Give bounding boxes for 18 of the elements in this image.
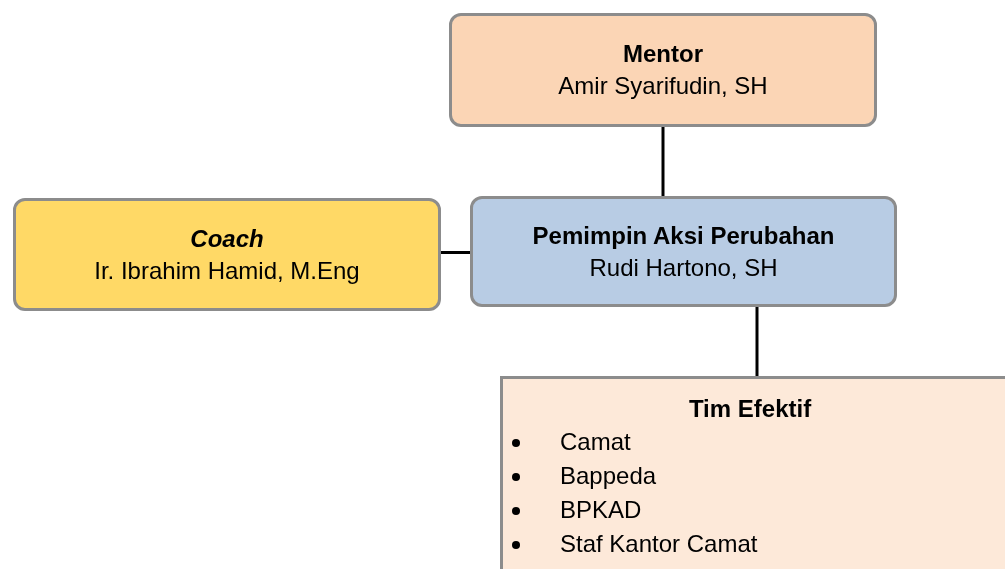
role-title: Pemimpin Aksi Perubahan — [532, 220, 835, 251]
list-item: Staf Kantor Camat — [503, 527, 1005, 561]
list-item: Camat — [503, 425, 1005, 459]
person-name: Amir Syarifudin, SH — [558, 71, 768, 101]
connector-line — [755, 307, 759, 376]
person-name: Rudi Hartono, SH — [589, 252, 778, 283]
team-list-box — [500, 376, 1005, 569]
role-title: Mentor — [623, 39, 703, 69]
role-box — [449, 13, 877, 127]
person-name: Ir. Ibrahim Hamid, M.Eng — [94, 255, 360, 286]
role-title: Coach — [190, 223, 264, 254]
list-item: BPKAD — [503, 493, 1005, 527]
role-box — [470, 196, 897, 307]
connector-line — [661, 127, 665, 196]
connector-line — [441, 251, 470, 254]
list-item: Bappeda — [503, 459, 1005, 493]
role-box — [13, 198, 441, 311]
role-title: Tim Efektif — [687, 394, 813, 424]
